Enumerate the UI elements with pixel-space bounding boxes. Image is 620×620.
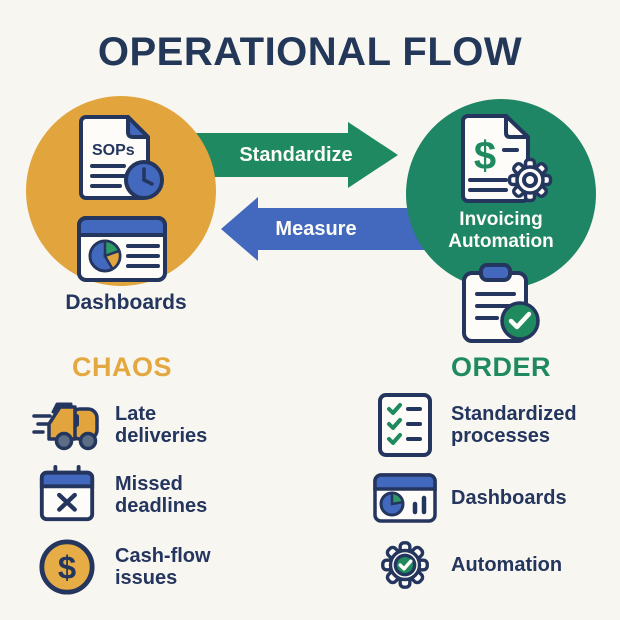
calendar-missed-icon xyxy=(39,464,95,522)
list-item-label: Late deliveries xyxy=(115,403,208,447)
list-item-label: Missed deadlines xyxy=(115,473,208,517)
sops-document-icon: SOPs xyxy=(79,115,164,200)
gear-check-icon xyxy=(381,541,429,589)
list-item-missed-deadlines: Missed deadlines xyxy=(28,464,227,526)
list-item-label: Standardized processes xyxy=(451,403,577,447)
sops-label: SOPs xyxy=(92,142,135,159)
list-item-label: Automation xyxy=(451,554,563,576)
checklist-icon xyxy=(378,393,432,457)
right-circle-label-line1: Invoicing xyxy=(459,209,543,230)
list-item-standardized-processes: Standardized processes xyxy=(368,392,587,458)
dashboard-window-icon xyxy=(77,216,167,282)
list-item-automation: Automation xyxy=(368,536,587,594)
list-item-late-deliveries: Late deliveries xyxy=(28,396,227,454)
page-title: OPERATIONAL FLOW xyxy=(97,30,523,74)
list-item-label: Cash-flow issues xyxy=(115,545,211,589)
invoice-document-icon: $ xyxy=(461,114,553,203)
dollar-sign-icon: $ xyxy=(474,134,496,178)
dollar-sign-icon: $ xyxy=(58,549,76,586)
list-item-cash-flow-issues: $ Cash-flow issues xyxy=(28,538,227,596)
chaos-heading: CHAOS xyxy=(71,352,172,382)
right-circle-label: Invoicing Automation xyxy=(406,209,596,253)
standardize-arrow-label: Standardize xyxy=(239,143,353,166)
list-item-label: Dashboards xyxy=(451,487,567,509)
gear-icon xyxy=(507,157,553,203)
cash-coin-icon: $ xyxy=(39,539,95,595)
measure-arrow-label: Measure xyxy=(275,217,357,240)
clipboard-check-icon xyxy=(462,263,540,343)
right-circle-label-line2: Automation xyxy=(448,231,554,252)
list-item-dashboards: Dashboards xyxy=(368,472,587,524)
dashboard-icon xyxy=(373,473,437,523)
standardize-arrow: Standardize xyxy=(196,122,398,188)
left-circle-caption: Dashboards xyxy=(65,291,187,314)
delivery-truck-icon xyxy=(32,402,99,451)
check-circle-icon xyxy=(393,553,417,577)
order-heading: ORDER xyxy=(450,352,551,382)
